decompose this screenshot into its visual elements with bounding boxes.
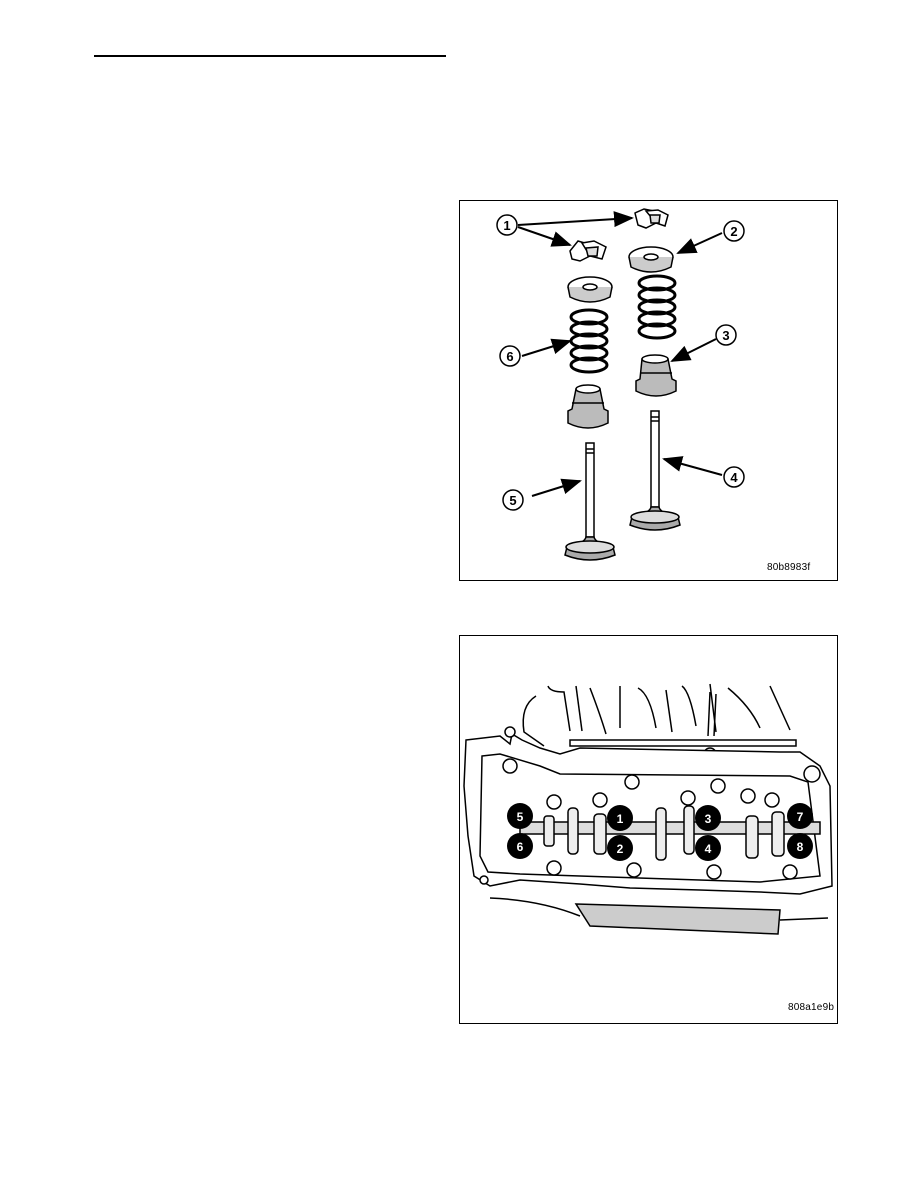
- cylinder-head-illustration: 5 6 1 2 3 4 7 8: [463, 683, 833, 935]
- figure-id-code: 80b8983f: [767, 562, 811, 573]
- figure-id-code: 808a1e9b: [788, 1002, 835, 1013]
- callout-1-number: 1: [503, 218, 510, 233]
- valve-components-figure: 1 2 3 4 5 6 80b8983f: [459, 200, 838, 581]
- callout-5: 5: [502, 489, 524, 511]
- sequence-7-number: 7: [797, 810, 804, 824]
- sequence-badge-4: 4: [695, 835, 721, 861]
- sequence-badge-3: 3: [695, 805, 721, 831]
- sequence-4-number: 4: [705, 842, 712, 856]
- callout-arrows: [517, 211, 723, 497]
- callout-6-number: 6: [506, 349, 513, 364]
- callout-5-number: 5: [509, 493, 516, 508]
- spring-retainer-right: [628, 246, 674, 273]
- callout-4-number: 4: [730, 470, 738, 485]
- sequence-8-number: 8: [797, 840, 804, 854]
- rocker-shaft-sequence-figure: 5 6 1 2 3 4 7 8 808a1e9b: [459, 635, 838, 1024]
- intake-manifold-runners: [522, 683, 791, 747]
- rocker-arms: [543, 805, 785, 861]
- sequence-badge-2: 2: [607, 835, 633, 861]
- callout-4: 4: [723, 466, 745, 488]
- header-rule: [94, 55, 446, 57]
- valve-components-illustration: 1 2 3 4 5 6: [496, 208, 745, 561]
- callout-2-number: 2: [730, 224, 737, 239]
- spring-retainer-left: [567, 276, 613, 303]
- head-bolts: [479, 726, 821, 885]
- sequence-6-number: 6: [517, 840, 524, 854]
- callout-3-number: 3: [722, 328, 729, 343]
- valve-keeper-left: [569, 240, 607, 262]
- valve-stem-seal-right: [635, 354, 677, 397]
- sequence-badge-1: 1: [607, 805, 633, 831]
- sequence-2-number: 2: [617, 842, 624, 856]
- valve-right: [629, 410, 681, 531]
- sequence-5-number: 5: [517, 810, 524, 824]
- sequence-1-number: 1: [617, 812, 624, 826]
- lower-rail: [574, 903, 781, 935]
- valve-left: [564, 442, 616, 561]
- sequence-badge-8: 8: [787, 833, 813, 859]
- callout-6: 6: [499, 345, 521, 367]
- valve-keeper-right: [634, 208, 669, 229]
- callout-2: 2: [723, 220, 745, 242]
- sequence-badge-6: 6: [507, 833, 533, 859]
- callout-1: 1: [496, 214, 518, 236]
- valve-stem-seal-left: [567, 384, 609, 429]
- sequence-badge-5: 5: [507, 803, 533, 829]
- valve-spring-left: [569, 308, 609, 374]
- sequence-3-number: 3: [705, 812, 712, 826]
- callout-3: 3: [715, 324, 737, 346]
- valve-spring-right: [637, 274, 677, 340]
- fuel-rail: [569, 739, 797, 747]
- sequence-badge-7: 7: [787, 803, 813, 829]
